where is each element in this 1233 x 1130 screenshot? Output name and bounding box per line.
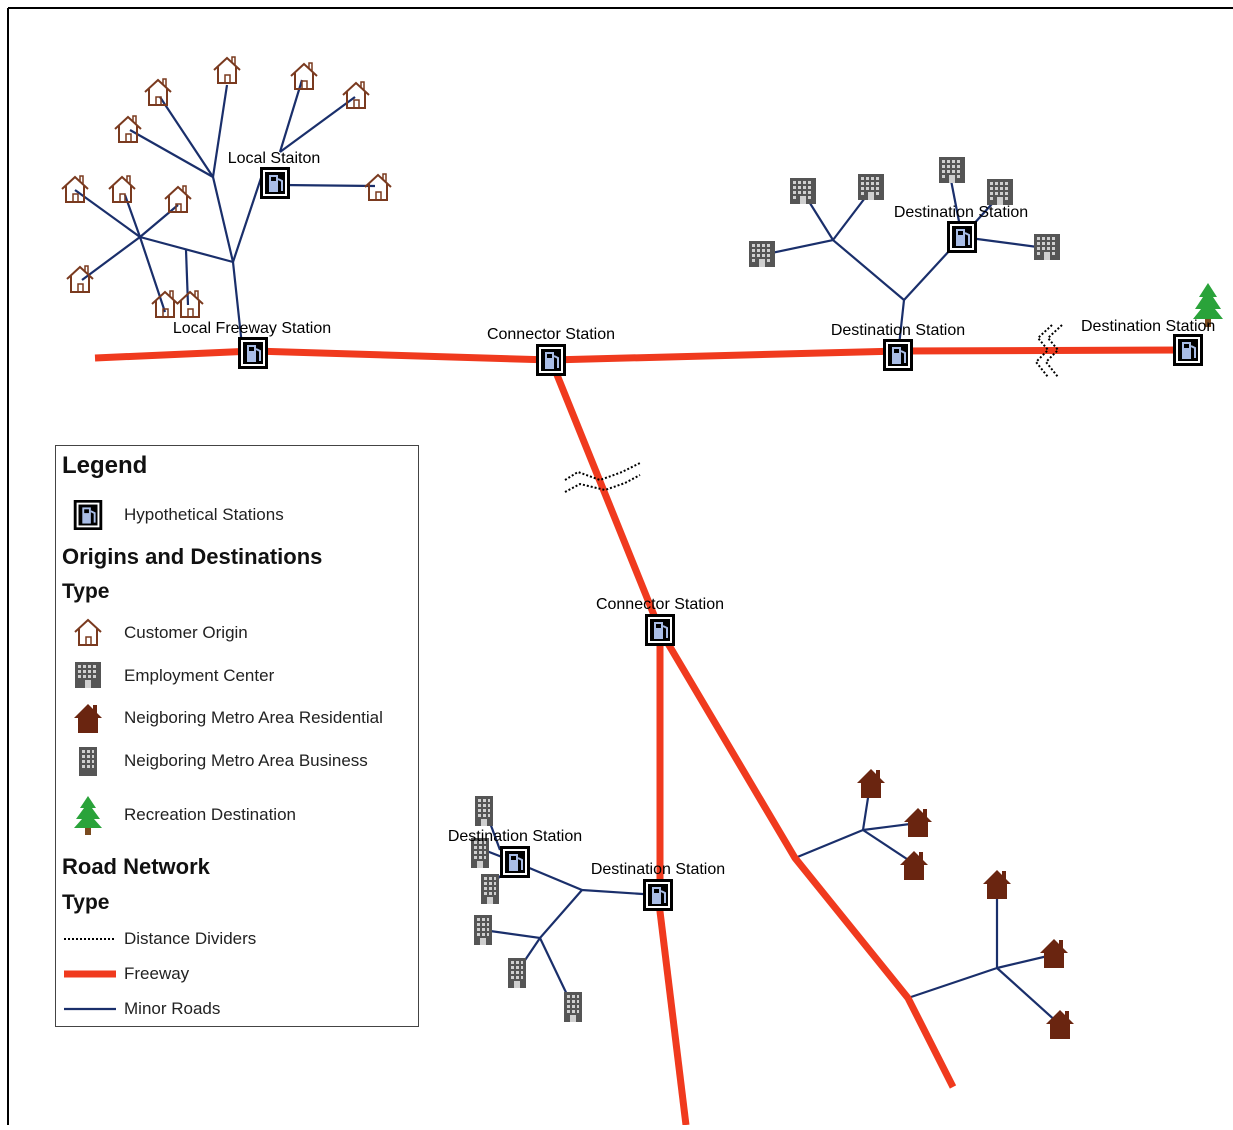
dotted-line-icon xyxy=(64,938,116,940)
legend-od-type: Type xyxy=(62,580,110,603)
thick-red-line-icon xyxy=(64,970,116,978)
legend-label-metro-residential: Neigboring Metro Area Residential xyxy=(124,708,383,727)
station-destination-right xyxy=(1172,333,1204,367)
label-destination-station-mid: Destination Station xyxy=(831,322,965,339)
legend-item-recreation: Recreation Destination xyxy=(62,796,412,836)
legend-item-stations: Hypothetical Stations xyxy=(62,500,412,530)
legend-road-heading: Road Network xyxy=(62,854,210,879)
legend-label-employment-center: Employment Center xyxy=(124,666,275,685)
legend-label-recreation: Recreation Destination xyxy=(124,805,296,824)
label-destination-station-lower-center: Destination Station xyxy=(591,861,725,878)
house-filled-icon xyxy=(74,704,102,733)
legend: Legend Hypothetical Stations Origins and… xyxy=(55,445,419,1027)
station-destination-upper xyxy=(946,220,978,254)
building-icon xyxy=(75,662,101,688)
legend-road-type: Type xyxy=(62,891,110,914)
metro-residential-points xyxy=(857,769,1074,1039)
customer-origins xyxy=(61,56,392,318)
station-destination-lower-left xyxy=(499,845,531,879)
legend-od-heading: Origins and Destinations xyxy=(62,544,323,569)
label-local-freeway-station: Local Freeway Station xyxy=(173,320,331,337)
legend-label-stations: Hypothetical Stations xyxy=(124,505,284,524)
legend-item-minor-roads: Minor Roads xyxy=(62,994,412,1024)
house-outline-icon xyxy=(74,618,102,646)
legend-label-freeway: Freeway xyxy=(124,964,190,983)
station-destination-mid xyxy=(882,338,914,372)
station-destination-lower-center xyxy=(642,878,674,912)
label-connector-station-lower: Connector Station xyxy=(596,596,724,613)
label-destination-station-lower-left: Destination Station xyxy=(448,828,582,845)
distance-dividers xyxy=(564,324,1063,493)
station-local-freeway xyxy=(237,336,269,370)
label-connector-station-top: Connector Station xyxy=(487,326,615,343)
legend-item-metro-business: Neigboring Metro Area Business xyxy=(62,746,412,776)
office-tower-icon xyxy=(79,747,97,776)
legend-label-metro-business: Neigboring Metro Area Business xyxy=(124,751,368,770)
station-local xyxy=(259,166,291,200)
station-connector-top xyxy=(535,343,567,377)
label-local-station: Local Staiton xyxy=(228,150,321,167)
legend-label-minor-roads: Minor Roads xyxy=(124,999,221,1018)
thin-blue-line-icon xyxy=(64,1007,116,1011)
legend-item-customer-origin: Customer Origin xyxy=(62,618,412,648)
legend-label-customer-origin: Customer Origin xyxy=(124,623,248,642)
label-destination-station-upper: Destination Station xyxy=(894,204,1028,221)
station-connector-lower xyxy=(644,613,676,647)
legend-item-freeway: Freeway xyxy=(62,959,412,989)
legend-item-metro-residential: Neigboring Metro Area Residential xyxy=(62,703,412,733)
label-destination-station-right: Destination Station xyxy=(1081,318,1215,335)
station-labels: Local Staiton Local Freeway Station Conn… xyxy=(173,150,1215,878)
legend-item-distance-dividers: Distance Dividers xyxy=(62,924,412,954)
legend-title: Legend xyxy=(62,452,148,479)
tree-icon xyxy=(74,796,102,835)
station-icon xyxy=(73,500,103,530)
legend-item-employment-center: Employment Center xyxy=(62,661,412,691)
legend-label-distance-dividers: Distance Dividers xyxy=(124,929,257,948)
